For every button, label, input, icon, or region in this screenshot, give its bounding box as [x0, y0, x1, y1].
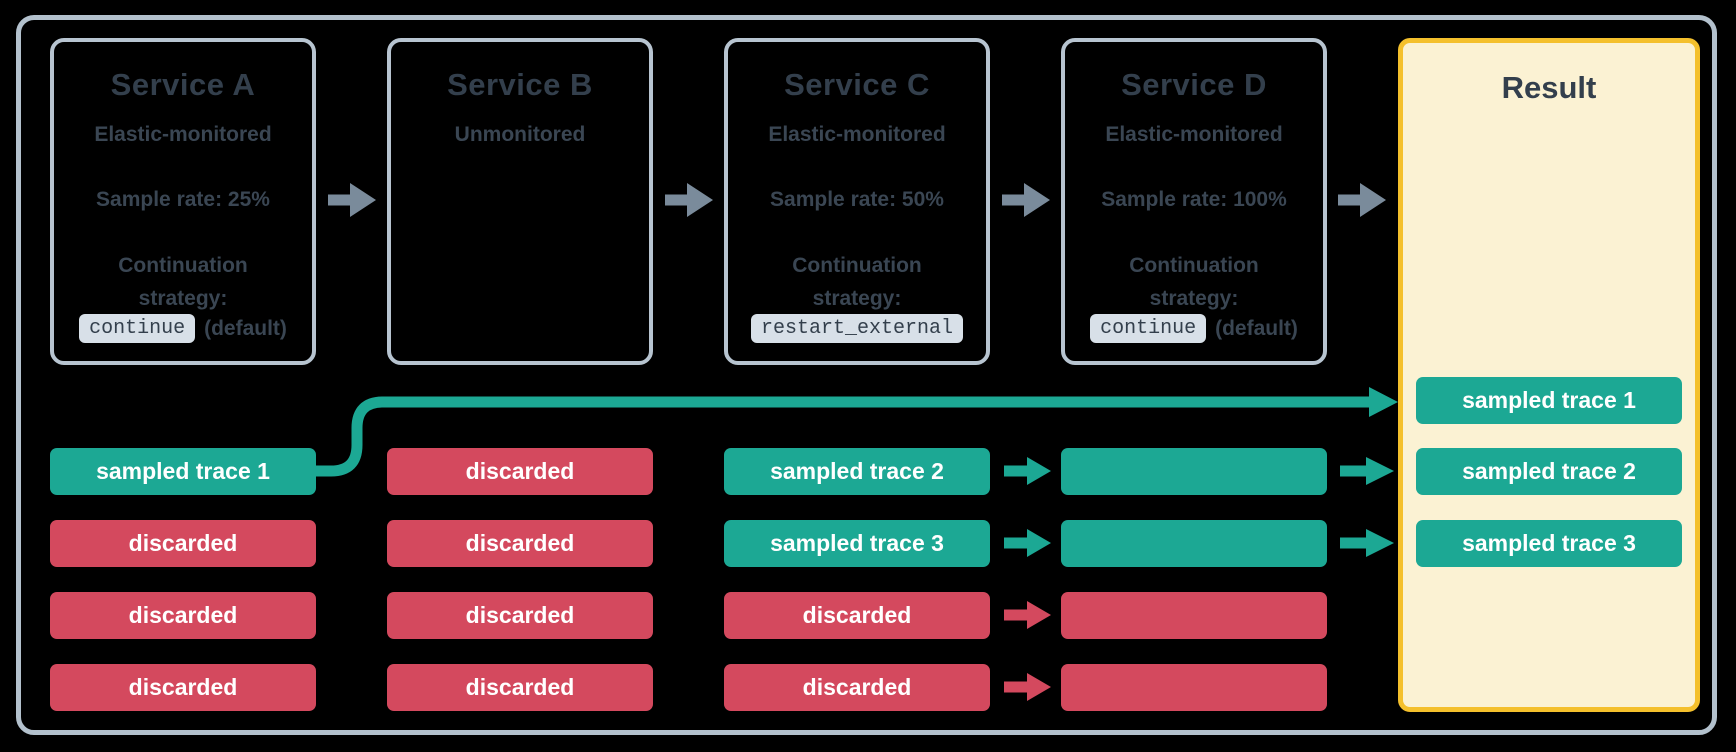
service-b-box: Service B Unmonitored [387, 38, 653, 365]
service-d-strategy-note: (default) [1215, 316, 1298, 340]
service-d-strategy-label: strategy: [1149, 287, 1239, 310]
trace-bar-d-discarded [1061, 664, 1327, 711]
service-a-strategy-label: strategy: [138, 287, 228, 310]
trace-bar-c-discarded: discarded [724, 592, 990, 639]
outer-container [16, 15, 1717, 735]
service-a-strategy-code-chip: continue [79, 314, 196, 343]
service-c-strategy-row: restart_external [728, 314, 986, 343]
service-a-box: Service A Elastic-monitored Sample rate:… [50, 38, 316, 365]
trace-bar-c-sampled-3: sampled trace 3 [724, 520, 990, 567]
service-a-monitoring: Elastic-monitored [94, 123, 272, 146]
trace-bar-d-sampled [1061, 520, 1327, 567]
service-d-continuation-label: Continuation [1129, 254, 1259, 277]
service-d-box: Service D Elastic-monitored Sample rate:… [1061, 38, 1327, 365]
trace-bar-c-sampled-2: sampled trace 2 [724, 448, 990, 495]
trace-bar-a-sampled-1: sampled trace 1 [50, 448, 316, 495]
service-b-title: Service B [447, 67, 593, 102]
service-a-title: Service A [110, 67, 256, 102]
service-c-continuation-label: Continuation [792, 254, 922, 277]
trace-bar-a-discarded: discarded [50, 592, 316, 639]
trace-bar-c-discarded: discarded [724, 664, 990, 711]
service-a-sample-rate: Sample rate: 25% [96, 188, 270, 211]
trace-bar-a-discarded: discarded [50, 664, 316, 711]
service-d-title: Service D [1121, 67, 1267, 102]
service-c-sample-rate: Sample rate: 50% [770, 188, 944, 211]
service-b-monitoring: Unmonitored [454, 123, 586, 146]
service-d-monitoring: Elastic-monitored [1105, 123, 1283, 146]
trace-bar-b-discarded: discarded [387, 592, 653, 639]
service-a-strategy-row: continue (default) [54, 314, 312, 343]
service-c-title: Service C [784, 67, 930, 102]
trace-bar-b-discarded: discarded [387, 448, 653, 495]
result-box: Result [1398, 38, 1700, 712]
service-a-strategy-note: (default) [204, 316, 287, 340]
result-bar-sampled-2: sampled trace 2 [1416, 448, 1682, 495]
service-c-strategy-label: strategy: [812, 287, 902, 310]
service-d-strategy-row: continue (default) [1065, 314, 1323, 343]
trace-bar-b-discarded: discarded [387, 664, 653, 711]
service-d-strategy-code-chip: continue [1090, 314, 1207, 343]
trace-bar-d-sampled [1061, 448, 1327, 495]
service-c-box: Service C Elastic-monitored Sample rate:… [724, 38, 990, 365]
result-title: Result [1501, 70, 1597, 105]
service-d-sample-rate: Sample rate: 100% [1101, 188, 1287, 211]
trace-bar-d-discarded [1061, 592, 1327, 639]
service-a-continuation-label: Continuation [118, 254, 248, 277]
result-bar-sampled-1: sampled trace 1 [1416, 377, 1682, 424]
trace-bar-b-discarded: discarded [387, 520, 653, 567]
service-c-monitoring: Elastic-monitored [768, 123, 946, 146]
trace-bar-a-discarded: discarded [50, 520, 316, 567]
result-bar-sampled-3: sampled trace 3 [1416, 520, 1682, 567]
service-c-strategy-code-chip: restart_external [750, 314, 964, 343]
